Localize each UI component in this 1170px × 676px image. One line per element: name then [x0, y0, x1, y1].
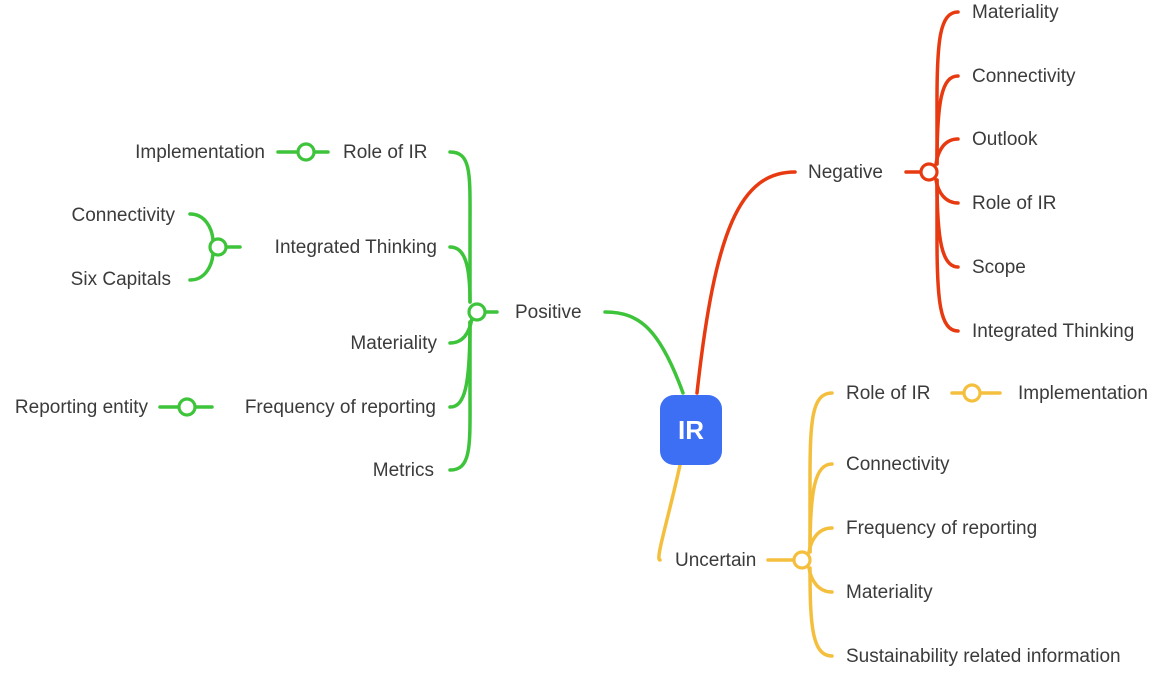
negative-connector	[695, 170, 797, 395]
uncertain-connector	[657, 463, 682, 562]
negative-curve-role-of-ir	[934, 178, 960, 205]
uncertain-curve-frequency	[807, 526, 834, 554]
negative-curve-integrated	[935, 178, 960, 333]
positive-role-of-ir-label: Role of IR	[343, 142, 427, 163]
uncertain-curve-materiality	[807, 566, 834, 594]
negative-role-of-ir-label: Role of IR	[972, 193, 1056, 214]
frequency-of-reporting-hub	[177, 397, 197, 417]
positive-materiality-label: Materiality	[350, 333, 437, 354]
uncertain-hub	[792, 550, 812, 570]
positive-integrated-thinking-label: Integrated Thinking	[275, 237, 437, 258]
positive-implementation-label: Implementation	[135, 142, 265, 163]
uncertain-curve-sustainability	[808, 566, 834, 658]
uncertain-sustainability-label: Sustainability related information	[846, 646, 1121, 667]
uncertain-connectivity-label: Connectivity	[846, 454, 950, 475]
uncertain-role-of-ir-hub	[962, 383, 982, 403]
positive-connector	[603, 310, 685, 395]
positive-connectivity-label: Connectivity	[72, 205, 176, 226]
positive-frequency-label: Frequency of reporting	[245, 397, 436, 418]
integrated-curve-six-capitals	[188, 252, 215, 282]
root-label: IR	[678, 415, 704, 445]
uncertain-implementation-label: Implementation	[1018, 383, 1148, 404]
negative-curve-connectivity	[935, 74, 960, 166]
integrated-curve-connectivity	[188, 212, 215, 242]
positive-metrics-label: Metrics	[373, 460, 434, 481]
negative-curve-materiality	[935, 10, 960, 166]
uncertain-frequency-label: Frequency of reporting	[846, 518, 1037, 539]
negative-label: Negative	[808, 162, 883, 183]
integrated-thinking-hub	[208, 237, 228, 257]
negative-hub	[919, 162, 939, 182]
positive-label: Positive	[515, 302, 582, 323]
positive-hub	[467, 302, 487, 322]
negative-connectivity-label: Connectivity	[972, 66, 1076, 87]
positive-six-capitals-label: Six Capitals	[71, 269, 171, 290]
negative-outlook-label: Outlook	[972, 129, 1038, 150]
root-node: IR	[660, 395, 722, 465]
positive-curve-integrated	[448, 245, 472, 304]
uncertain-materiality-label: Materiality	[846, 582, 933, 603]
negative-curve-outlook	[934, 137, 960, 166]
role-of-ir-hub	[296, 142, 316, 162]
uncertain-branch	[657, 383, 1002, 658]
negative-integrated-thinking-label: Integrated Thinking	[972, 321, 1134, 342]
positive-reporting-entity-label: Reporting entity	[15, 397, 149, 418]
positive-curve-role	[448, 150, 472, 304]
uncertain-curve-role-of-ir	[808, 391, 834, 554]
negative-branch	[695, 10, 960, 395]
negative-scope-label: Scope	[972, 257, 1026, 278]
uncertain-curve-connectivity	[808, 462, 834, 554]
positive-curve-metrics	[448, 320, 472, 472]
uncertain-label: Uncertain	[675, 550, 756, 571]
root-box	[660, 395, 722, 465]
negative-materiality-label: Materiality	[972, 2, 1059, 23]
uncertain-role-of-ir-label: Role of IR	[846, 383, 930, 404]
positive-branch	[158, 142, 685, 472]
